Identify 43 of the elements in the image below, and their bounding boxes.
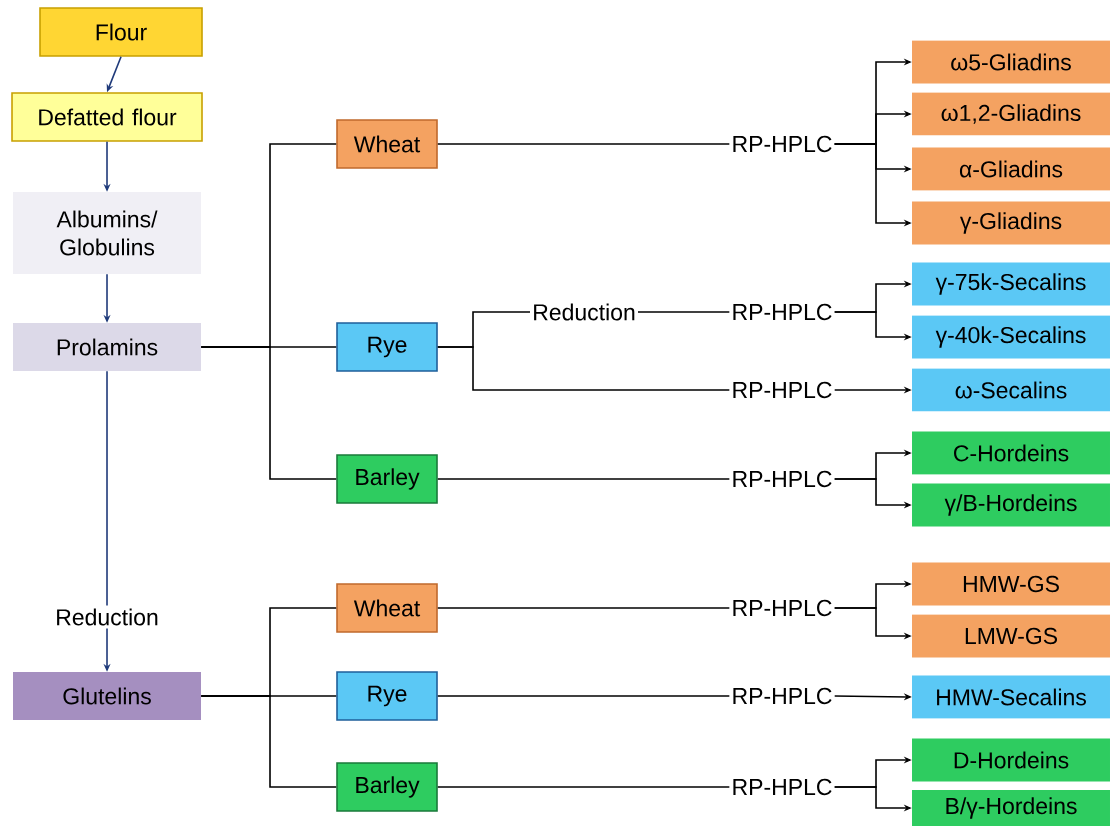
step-label: Reduction [530,301,638,323]
process-box: Defatted flour [11,92,203,142]
process-box: C-Hordeins [912,431,1110,475]
process-box: D-Hordeins [912,738,1110,782]
process-box: α-Gliadins [912,147,1110,191]
connector-line [437,695,731,697]
process-box: LMW-GS [912,614,1110,658]
connector-line [437,143,731,145]
process-box: ω1,2-Gliadins [912,92,1110,136]
step-label: RP-HPLC [729,379,835,401]
process-box: Glutelins [13,672,201,720]
process-box: Barley [336,454,438,504]
process-box: ω-Secalins [912,368,1110,412]
step-label: RP-HPLC [729,133,835,155]
step-label: RP-HPLC [729,776,835,798]
connector-line [200,695,337,788]
process-box: Prolamins [13,323,201,371]
connector-line [200,346,337,480]
process-box: γ/B-Hordeins [912,483,1110,527]
process-box: γ-75k-Secalins [912,262,1110,306]
process-box: HMW-Secalins [912,675,1110,719]
process-box: Wheat [336,119,438,169]
process-box: γ-Gliadins [912,201,1110,245]
process-box: Barley [336,762,438,812]
process-box: Rye [336,322,438,372]
connector-line [437,786,731,788]
connector-line [437,346,731,391]
process-box: ω5-Gliadins [912,40,1110,84]
process-box: γ-40k-Secalins [912,315,1110,359]
step-label: RP-HPLC [729,301,835,323]
connector-line [637,311,731,313]
step-label: RP-HPLC [729,597,835,619]
process-box: Rye [336,671,438,721]
connector-line [437,478,731,480]
process-box: Albumins/ Globulins [13,192,201,274]
process-box: Flour [39,7,203,57]
process-box: HMW-GS [912,562,1110,606]
process-box: Wheat [336,583,438,633]
connector-line [437,607,731,609]
edge-label: Reduction [52,605,162,629]
step-label: RP-HPLC [729,468,835,490]
step-label: RP-HPLC [729,685,835,707]
process-box: B/γ-Hordeins [912,790,1110,826]
